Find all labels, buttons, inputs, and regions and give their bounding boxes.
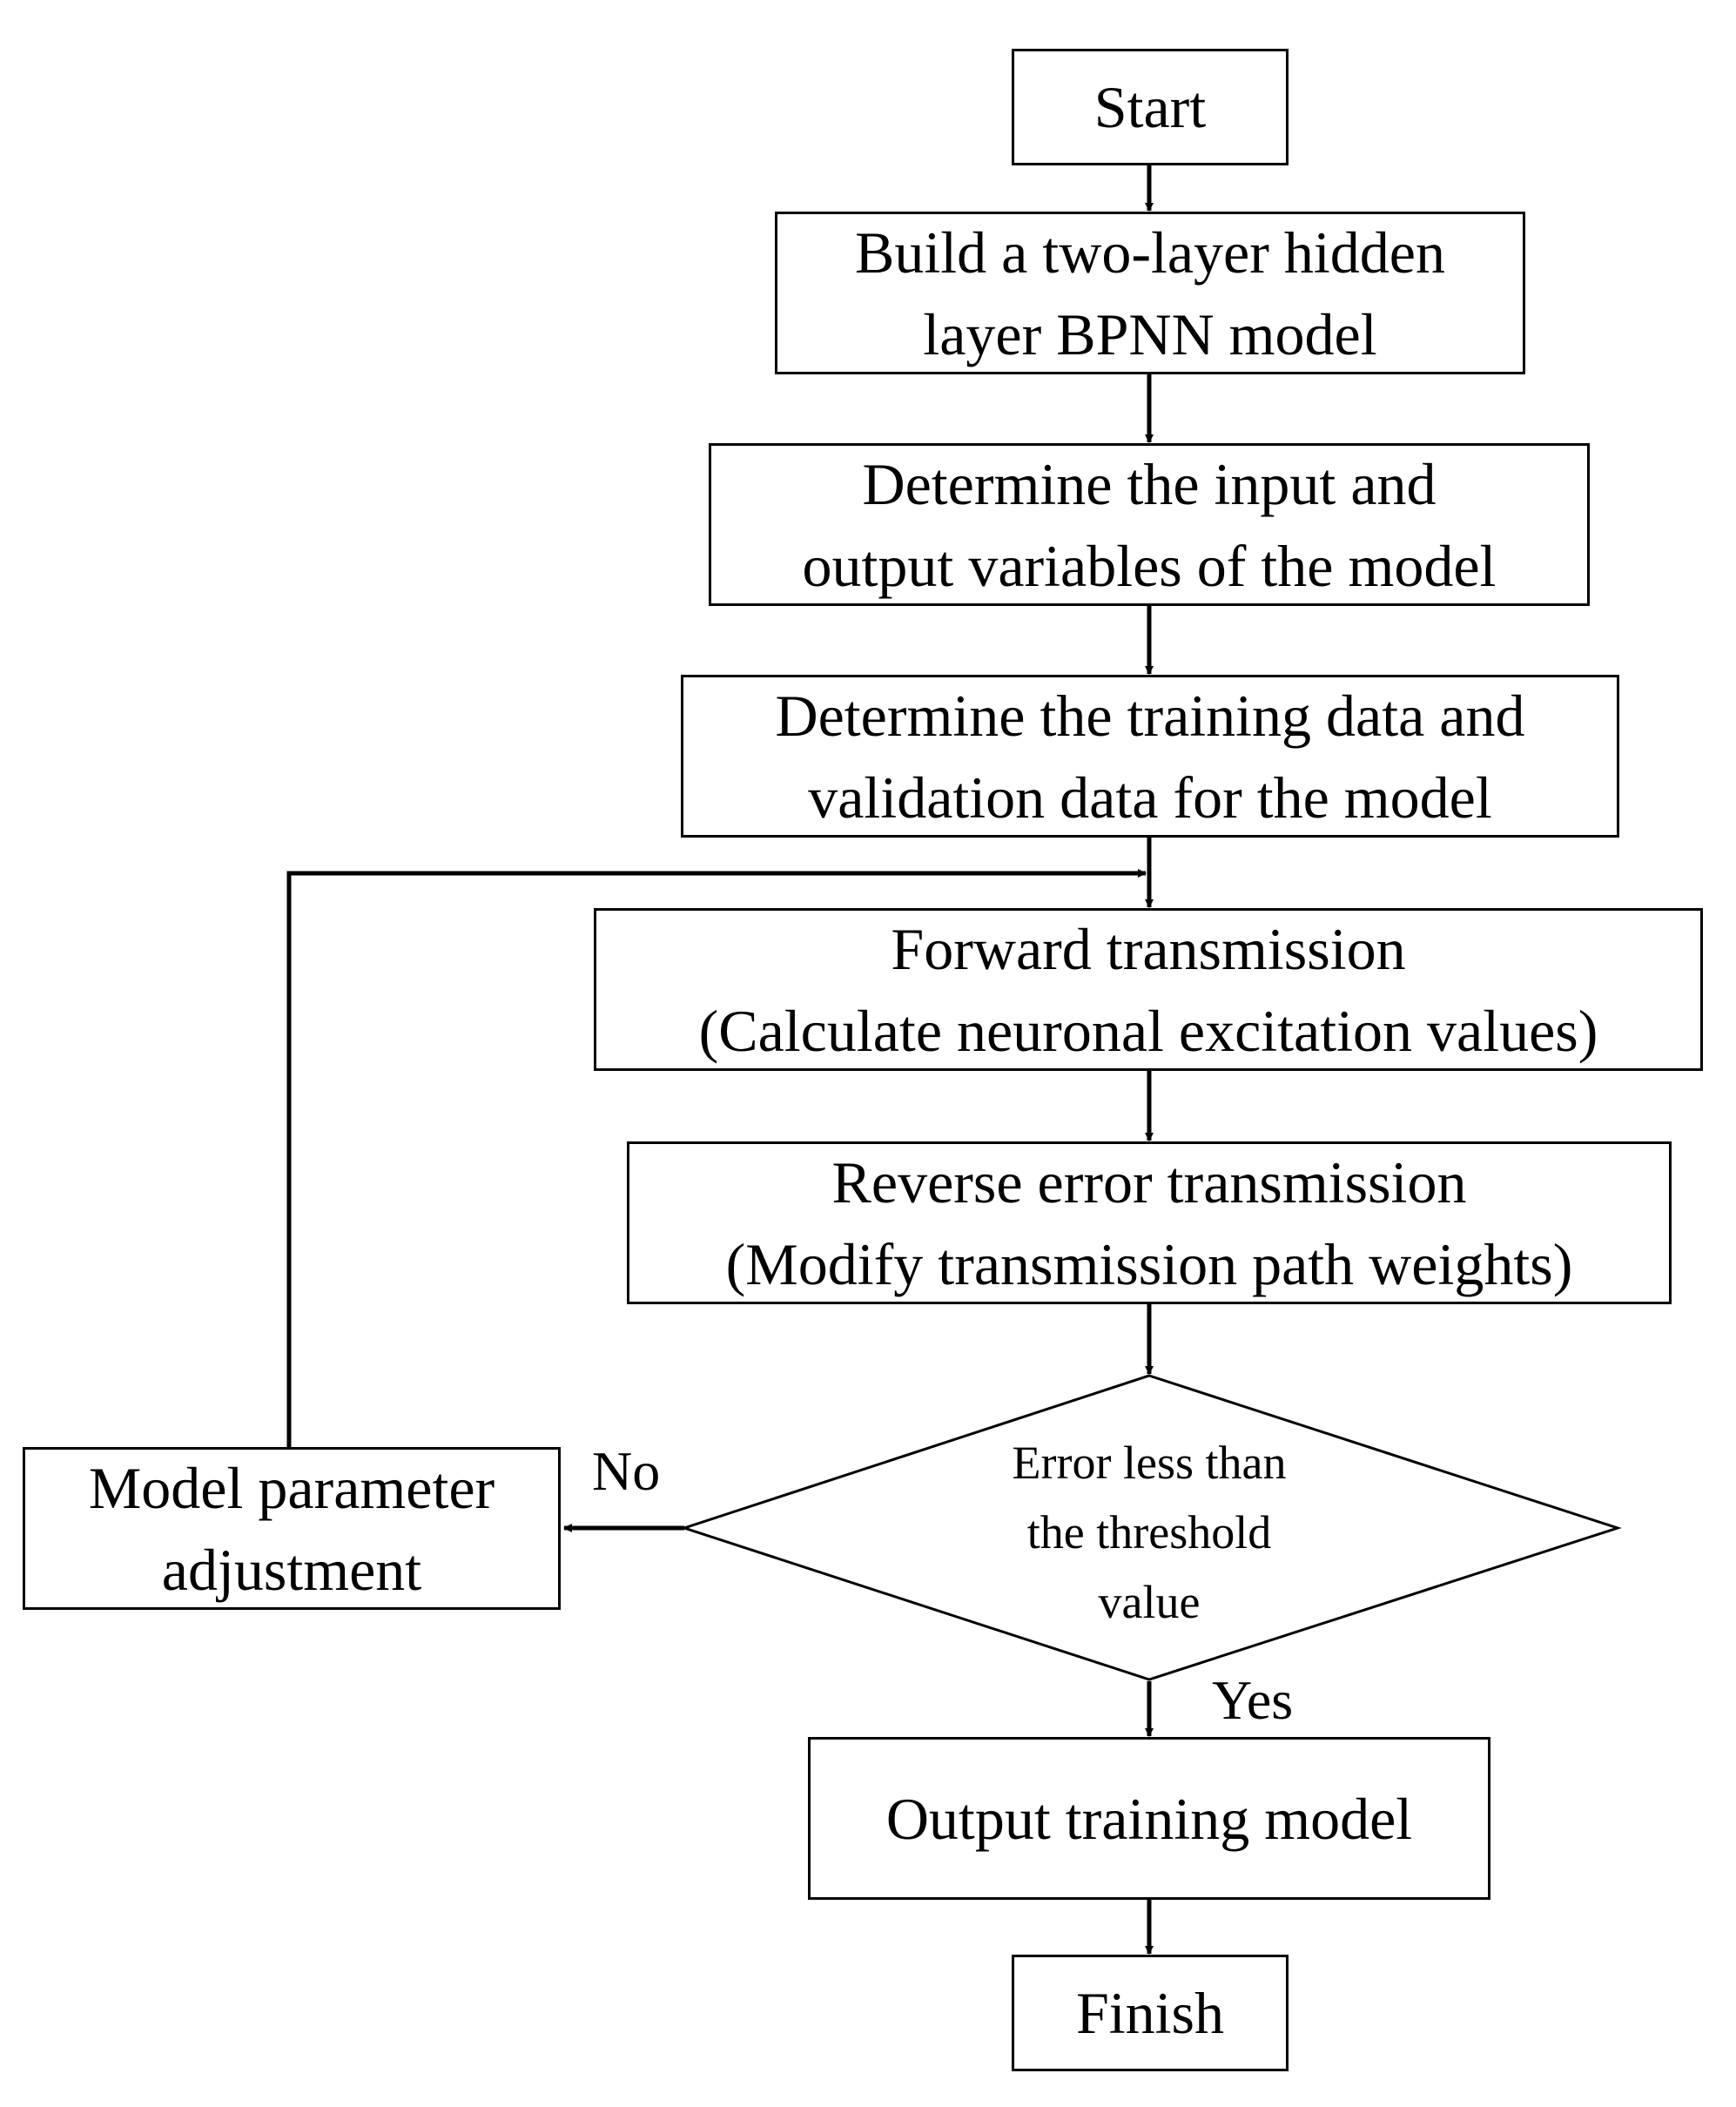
- forward-transmission-line-2: (Calculate neuronal excitation values): [698, 997, 1598, 1064]
- training-data-line-1: Determine the training data and: [775, 682, 1525, 749]
- finish-box: Finish: [1012, 1955, 1289, 2071]
- reverse-error-line-2: (Modify transmission path weights): [725, 1230, 1573, 1297]
- parameter-adjustment-line-1: Model parameter: [88, 1454, 495, 1521]
- training-data-box: Determine the training data and validati…: [681, 675, 1619, 838]
- build-model-line-1: Build a two-layer hidden: [855, 219, 1445, 286]
- io-variables-line-2: output variables of the model: [802, 532, 1497, 599]
- decision-line-1: Error less than: [1012, 1437, 1287, 1489]
- parameter-adjustment-box: Model parameter adjustment: [23, 1447, 561, 1610]
- build-model-line-2: layer BPNN model: [923, 300, 1377, 367]
- decision-text: Error less than the threshold value: [940, 1428, 1358, 1637]
- io-variables-line-1: Determine the input and: [862, 450, 1437, 517]
- training-data-line-2: validation data for the model: [808, 764, 1492, 831]
- io-variables-box: Determine the input and output variables…: [709, 443, 1590, 606]
- decision-line-2: the threshold: [1026, 1506, 1272, 1558]
- forward-transmission-box: Forward transmission (Calculate neuronal…: [594, 908, 1703, 1071]
- start-label: Start: [1093, 74, 1207, 140]
- output-model-label: Output training model: [885, 1785, 1413, 1852]
- start-box: Start: [1012, 49, 1289, 165]
- arrow-loop-back: [286, 869, 1147, 1449]
- output-model-box: Output training model: [808, 1737, 1490, 1900]
- parameter-adjustment-line-2: adjustment: [161, 1536, 422, 1603]
- reverse-error-line-1: Reverse error transmission: [831, 1148, 1467, 1215]
- finish-label: Finish: [1075, 1980, 1225, 2046]
- forward-transmission-line-1: Forward transmission: [891, 915, 1406, 982]
- no-label: No: [592, 1440, 661, 1502]
- reverse-error-box: Reverse error transmission (Modify trans…: [627, 1141, 1672, 1304]
- build-model-box: Build a two-layer hidden layer BPNN mode…: [775, 212, 1525, 374]
- decision-line-3: value: [1098, 1576, 1201, 1628]
- decision-diamond: [680, 1374, 1622, 1681]
- yes-label: Yes: [1212, 1669, 1294, 1731]
